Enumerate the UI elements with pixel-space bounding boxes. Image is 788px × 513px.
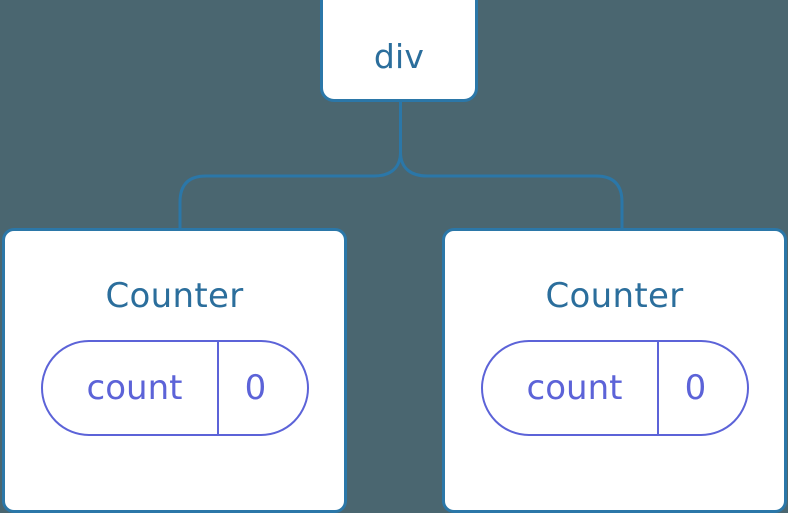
node-root-label: div [373,37,425,76]
node-root-div[interactable]: div [320,0,478,102]
node-counter-1-label: Counter [105,276,244,316]
connector-branch-right [399,151,624,230]
state-badge-counter-1[interactable]: count 0 [40,340,309,436]
state-value-counter-2: 0 [684,368,707,408]
state-badge-counter-2[interactable]: count 0 [480,340,749,436]
node-counter-1[interactable]: Counter count 0 [2,228,347,513]
connector-branch-left [178,151,402,230]
node-counter-2[interactable]: Counter count 0 [442,228,787,513]
state-key-counter-2: count [483,342,659,434]
state-key-counter-1: count [43,342,219,434]
node-counter-2-label: Counter [545,276,684,316]
state-value-counter-1: 0 [244,368,267,408]
